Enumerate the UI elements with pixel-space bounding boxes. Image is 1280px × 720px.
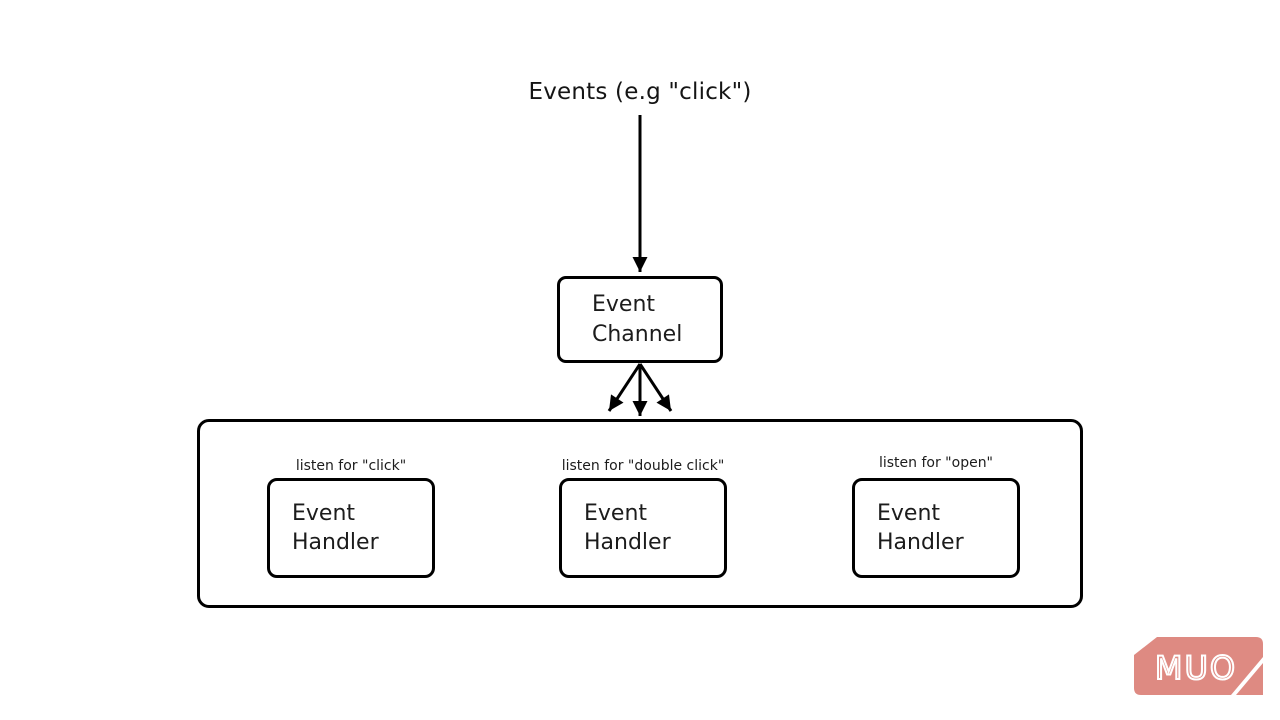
listen-label-open: listen for "open" <box>878 455 994 471</box>
event-handler-box-click: Event Handler <box>267 478 435 578</box>
event-handler-label: Event Handler <box>292 500 379 555</box>
listen-label-click: listen for "click" <box>295 458 407 474</box>
muo-logo-body <box>1134 637 1263 695</box>
event-handler-box-double-click: Event Handler <box>559 478 727 578</box>
event-channel-label: Event Channel <box>592 292 683 347</box>
muo-logo-corner-triangle <box>1236 663 1263 695</box>
channel-to-handler-right-arrow <box>638 363 673 412</box>
muo-logo-text: MUO <box>1155 649 1237 687</box>
muo-logo: MUO <box>1134 637 1263 695</box>
event-handler-box-open: Event Handler <box>852 478 1020 578</box>
handler-group-click: listen for "click" Event Handler <box>251 457 451 578</box>
event-handler-label: Event Handler <box>877 500 964 555</box>
diagram-title: Events (e.g "click") <box>528 79 752 105</box>
listen-label-double-click: listen for "double click" <box>561 458 725 474</box>
channel-to-handler-left-arrow <box>607 363 642 412</box>
handler-group-double-click: listen for "double click" Event Handler <box>543 457 743 578</box>
event-handler-label: Event Handler <box>584 500 671 555</box>
handler-group-open: listen for "open" Event Handler <box>836 454 1036 578</box>
event-channel-box: Event Channel <box>557 276 723 363</box>
